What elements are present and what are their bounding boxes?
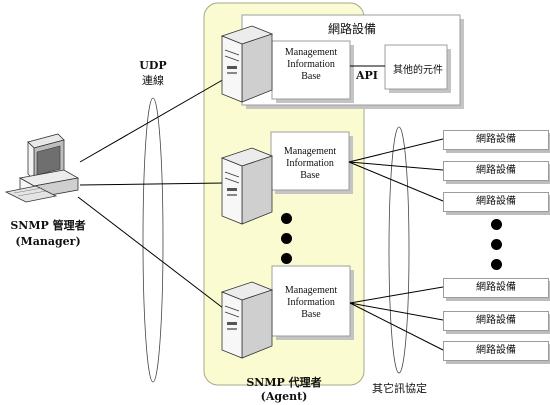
mib-line-3: Base (301, 71, 321, 82)
mib-line-2: Information (286, 158, 334, 169)
server-tower-icon (220, 281, 274, 359)
network-device-box: 網路設備 (443, 341, 549, 361)
mib3-device-lines (349, 286, 444, 351)
mib-line-3: Base (300, 170, 320, 181)
udp-connection-lines (77, 77, 227, 309)
mib-line-1: Management (284, 47, 338, 58)
other-component-box (384, 44, 448, 90)
mib-line-1: Management (283, 146, 337, 157)
agent-label-line2: (Agent) (260, 390, 308, 403)
mib-label-3: Management Information Base (272, 285, 350, 321)
manager-label: SNMP 管理者 (Manager) (0, 218, 96, 250)
mib-box-1 (271, 40, 351, 100)
mib-line-1: Management (284, 285, 338, 296)
other-protocols-ellipse (388, 126, 410, 374)
server-tower-icon (220, 147, 274, 225)
network-device-box: 網路設備 (443, 161, 549, 181)
network-device-title: 網路設備 (328, 22, 377, 36)
ellipsis-dot (281, 253, 292, 264)
mib-box-3 (271, 265, 351, 337)
mib2-device-lines (348, 138, 444, 202)
server-tower-icon (220, 25, 274, 103)
ellipsis-dot (491, 239, 502, 250)
ellipsis-dot (491, 259, 502, 270)
manager-label-line2: (Manager) (15, 235, 81, 248)
mib-line-2: Information (287, 297, 335, 308)
ellipsis-dot (491, 219, 502, 230)
network-device-box: 網路設備 (443, 311, 549, 331)
other-protocols-label: 其它訊協定 (372, 382, 427, 395)
other-component-label: 其他的元件 (393, 65, 443, 76)
network-device-box: 網路設備 (443, 278, 549, 298)
agent-label: SNMP 代理者 (Agent) (232, 376, 336, 404)
ellipsis-dot (281, 213, 292, 224)
manager-label-line1: SNMP 管理者 (10, 219, 86, 232)
network-device-box: 網路設備 (443, 130, 549, 150)
udp-label-line1: UDP (139, 59, 167, 72)
ellipsis-dot (281, 233, 292, 244)
agent-label-line1: SNMP 代理者 (246, 376, 322, 389)
mib-label-2: Management Information Base (271, 146, 349, 182)
mib-label-1: Management Information Base (272, 47, 350, 83)
network-device-box: 網路設備 (443, 192, 549, 212)
udp-label-line2: 連線 (142, 74, 164, 87)
mib-line-3: Base (301, 309, 321, 320)
desktop-computer-icon (4, 133, 80, 203)
udp-label: UDP 連線 (130, 58, 176, 88)
mib-line-2: Information (287, 59, 335, 70)
udp-ellipse (142, 97, 164, 383)
api-label: API (356, 69, 378, 82)
